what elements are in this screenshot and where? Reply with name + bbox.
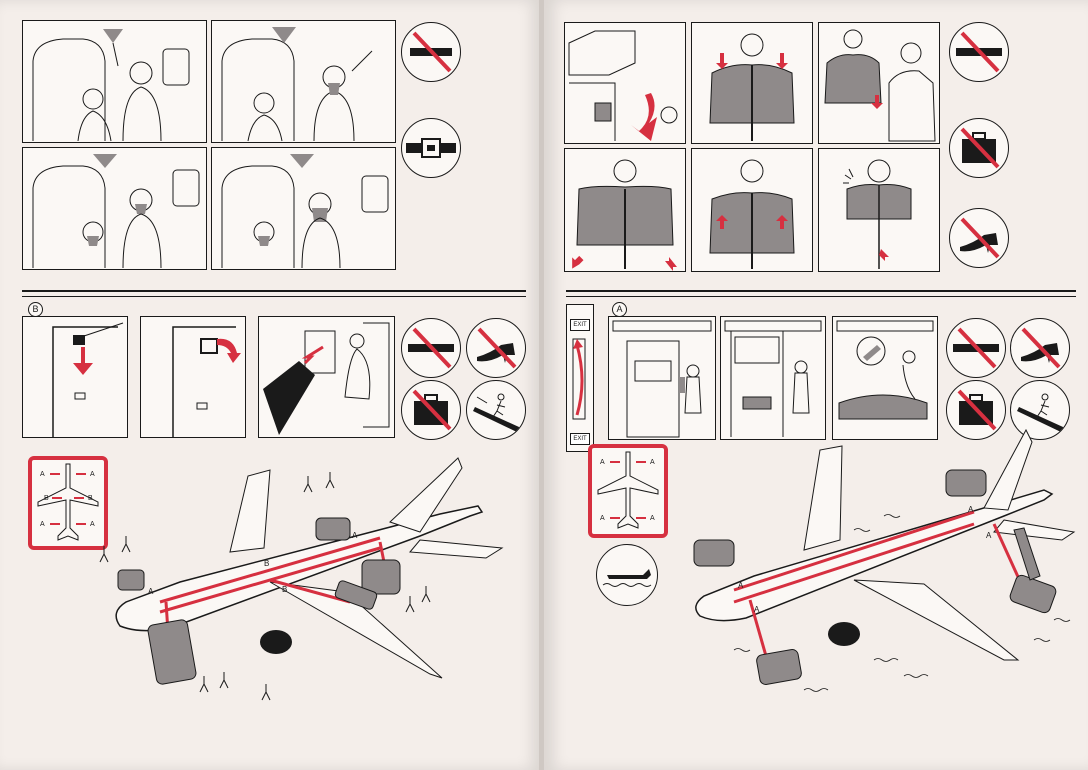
svg-text:B: B xyxy=(44,495,49,502)
life-vest-panel-3 xyxy=(818,22,940,144)
svg-text:A: A xyxy=(754,605,760,614)
section-divider-thin xyxy=(22,296,526,297)
slide-jump-icon xyxy=(466,380,526,440)
svg-text:B: B xyxy=(282,585,287,594)
land-evacuation-illustration: A A B B xyxy=(90,452,510,732)
section-b-label: B xyxy=(28,302,43,317)
exit-floor-plan: A A A A xyxy=(588,444,668,538)
door-b-step-2 xyxy=(140,316,246,438)
svg-text:A: A xyxy=(600,515,605,522)
svg-text:B: B xyxy=(88,495,93,502)
exit-floor-plan: A A B B A A xyxy=(28,456,108,550)
svg-text:A: A xyxy=(352,531,358,540)
exit-sign-bottom: EXIT xyxy=(570,433,590,445)
svg-text:A: A xyxy=(40,521,45,528)
life-vest-panel-6 xyxy=(818,148,940,272)
seatbelt-icon xyxy=(401,118,461,178)
door-a-step-1 xyxy=(608,316,716,440)
section-divider xyxy=(22,290,526,292)
oxygen-mask-panel-3 xyxy=(22,147,207,270)
no-high-heels-icon xyxy=(1010,318,1070,378)
life-vest-panel-5 xyxy=(691,148,813,272)
door-a-step-3 xyxy=(832,316,938,440)
left-page: B xyxy=(0,0,540,770)
svg-text:A: A xyxy=(650,459,655,466)
door-b-step-3 xyxy=(258,316,395,438)
svg-text:A: A xyxy=(600,459,605,466)
no-smoking-icon xyxy=(401,22,461,82)
svg-text:B: B xyxy=(264,559,269,568)
oxygen-mask-panel-4 xyxy=(211,147,396,270)
door-a-step-2 xyxy=(720,316,826,440)
no-smoking-icon xyxy=(401,318,461,378)
svg-text:A: A xyxy=(650,515,655,522)
oxygen-mask-panel-2 xyxy=(211,20,396,143)
section-divider xyxy=(566,290,1076,292)
exit-sign-top: EXIT xyxy=(570,319,590,331)
section-a-label: A xyxy=(612,302,627,317)
door-b-step-1 xyxy=(22,316,128,438)
no-smoking-icon xyxy=(946,318,1006,378)
section-divider-thin xyxy=(566,296,1076,297)
no-smoking-icon xyxy=(949,22,1009,82)
svg-text:A: A xyxy=(90,521,95,528)
no-baggage-icon xyxy=(946,380,1006,440)
svg-text:A: A xyxy=(40,471,45,478)
life-vest-panel-2 xyxy=(691,22,813,144)
svg-text:A: A xyxy=(968,505,974,514)
svg-text:A: A xyxy=(90,471,95,478)
life-vest-panel-4 xyxy=(564,148,686,272)
right-page: A EXIT EXIT xyxy=(544,0,1088,770)
no-high-heels-icon xyxy=(466,318,526,378)
svg-text:A: A xyxy=(738,581,744,590)
svg-text:A: A xyxy=(986,531,992,540)
ditching-aircraft-icon xyxy=(596,544,658,606)
no-baggage-icon xyxy=(401,380,461,440)
water-evacuation-illustration: A A A A xyxy=(674,420,1084,710)
no-baggage-icon xyxy=(949,118,1009,178)
page-gutter xyxy=(539,0,545,770)
no-high-heels-icon xyxy=(949,208,1009,268)
svg-text:A: A xyxy=(148,587,154,596)
exit-indicator-strip: EXIT EXIT xyxy=(566,304,594,452)
oxygen-mask-panel-1 xyxy=(22,20,207,143)
slide-jump-icon xyxy=(1010,380,1070,440)
life-vest-panel-1 xyxy=(564,22,686,144)
